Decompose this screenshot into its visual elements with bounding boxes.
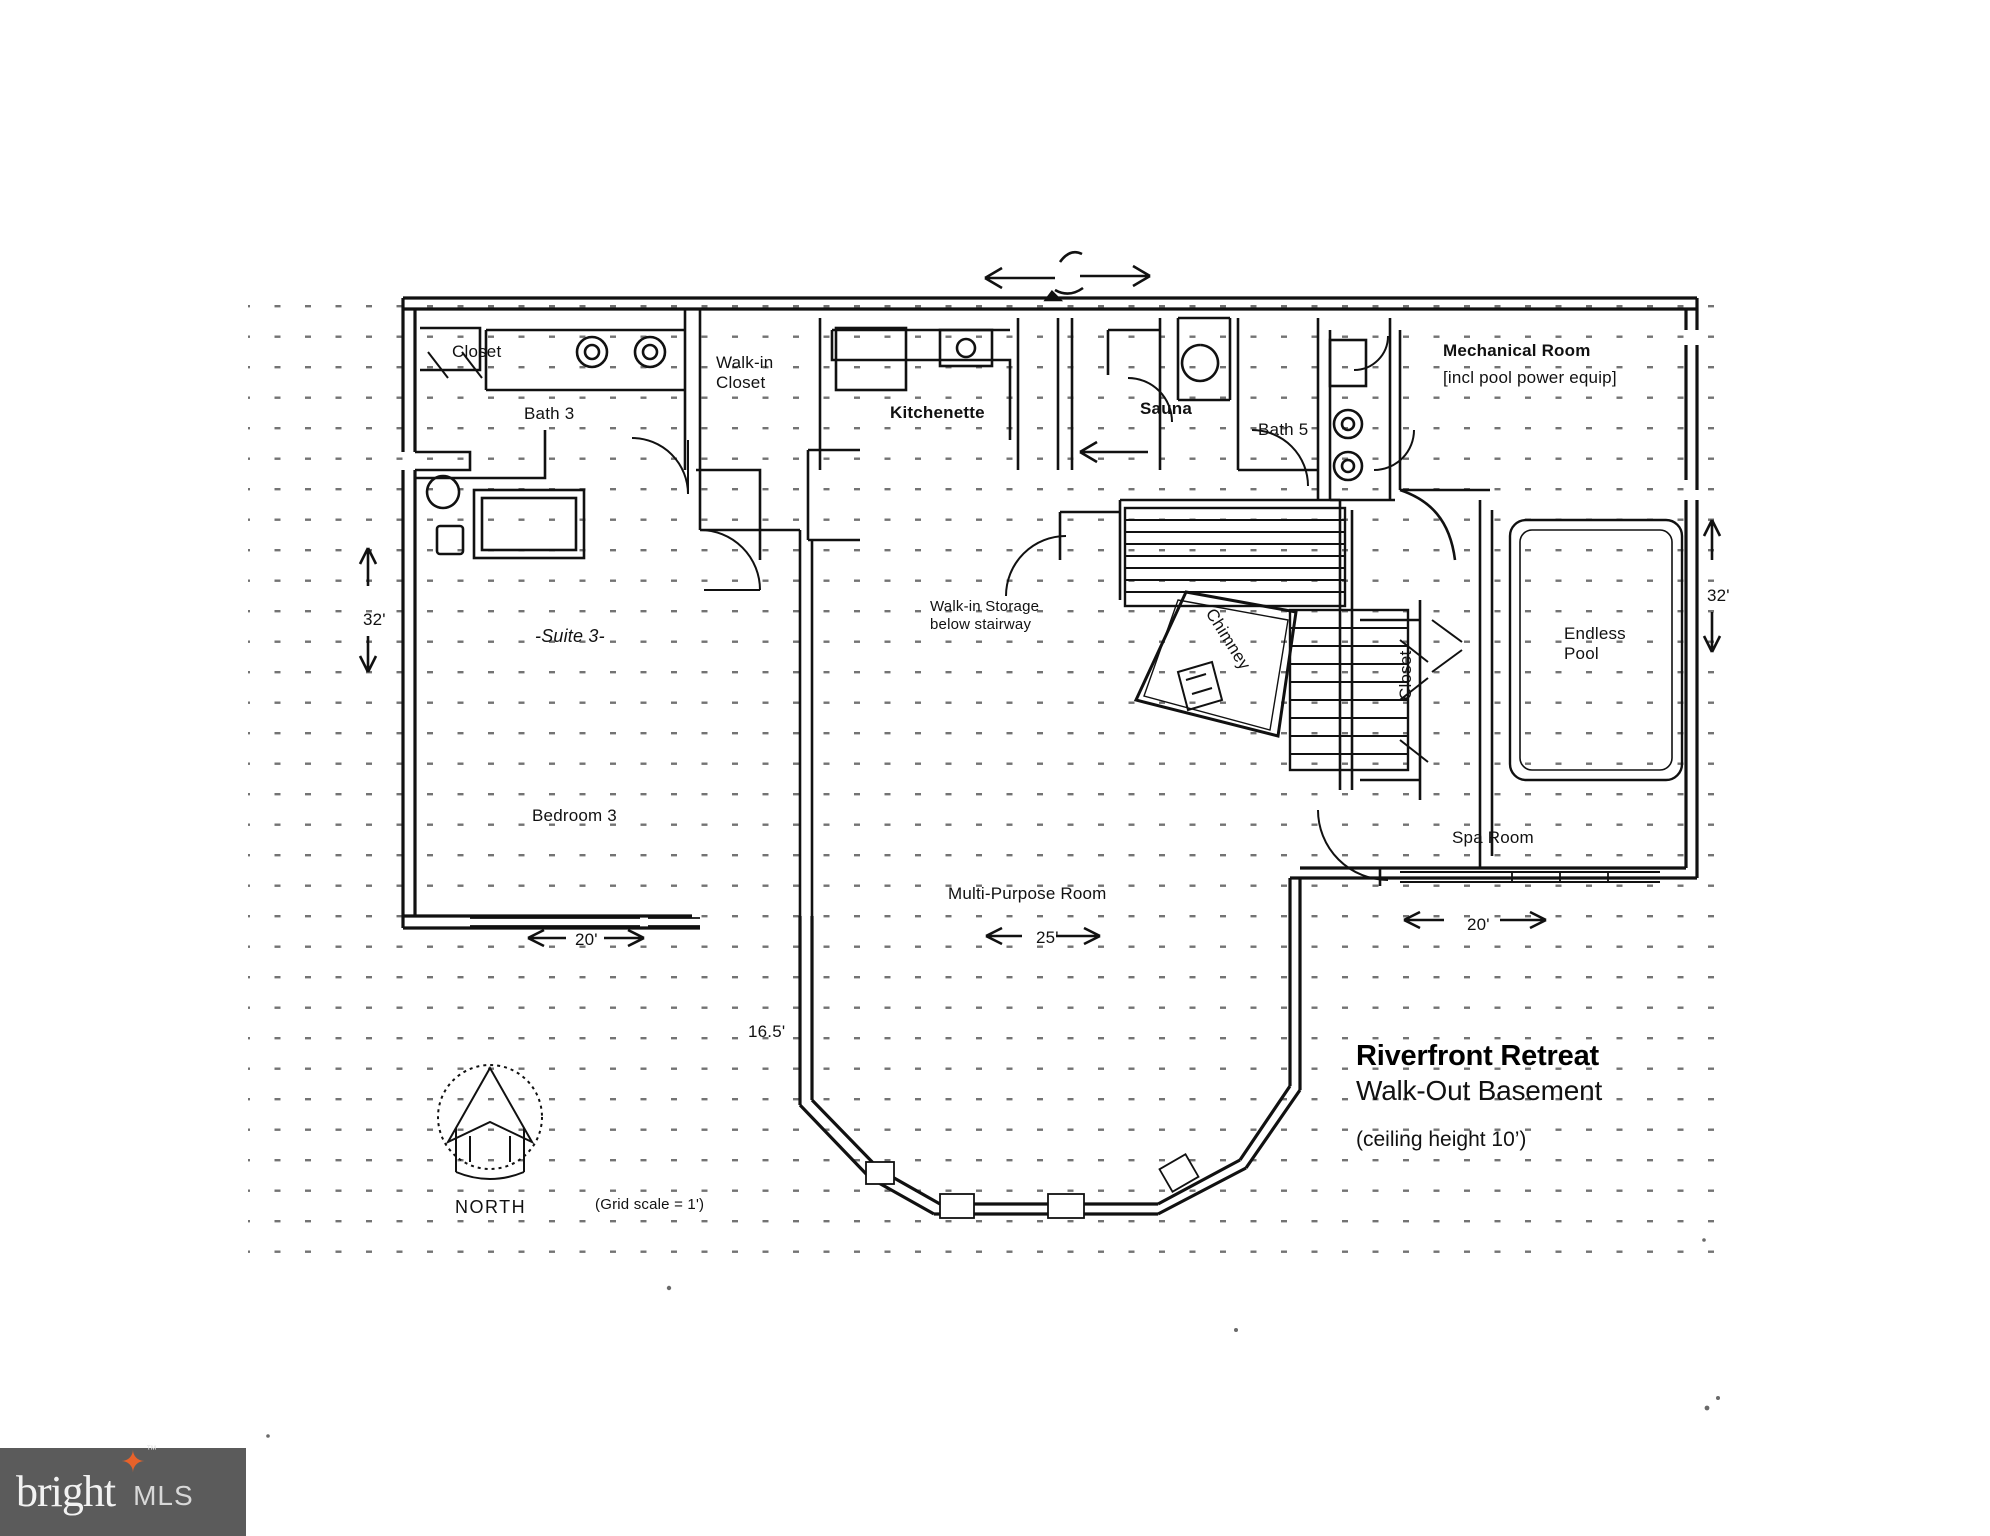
room-label-mechanical-room: Mechanical Room [1443, 341, 1591, 360]
scan-artifacts [266, 1238, 1720, 1438]
interior-walls [415, 310, 1684, 916]
watermark-suffix: MLS [133, 1480, 194, 1511]
room-label-bath-3: Bath 3 [524, 404, 575, 423]
dimension-bottom-25: 25' [1036, 928, 1059, 947]
room-label-walk-in-storage: Walk-in Storage below stairway [930, 598, 1040, 633]
dimension-right-20: 20' [1467, 915, 1490, 934]
exterior-walls [401, 296, 1699, 1216]
bright-mls-watermark: bright ✦ ™ MLS [0, 1444, 246, 1536]
page-title: Riverfront Retreat [1356, 1040, 1599, 1072]
dimension-bottom-20: 20' [575, 930, 598, 949]
room-label-bedroom-3: Bedroom 3 [532, 806, 617, 825]
flow-arrows [358, 250, 1722, 948]
room-label-mechanical-note: [incl pool power equip] [1443, 368, 1617, 387]
title-block: Riverfront Retreat Walk-Out Basement (ce… [1356, 1040, 1826, 1152]
stairway-secondary [1288, 608, 1410, 772]
grid-scale-note: (Grid scale = 1') [595, 1196, 705, 1213]
room-label-multi-purpose-room: Multi-Purpose Room [948, 884, 1107, 903]
room-label-sauna: Sauna [1140, 399, 1193, 418]
trademark-symbol: ™ [146, 1444, 157, 1456]
room-label-walk-in-closet: Walk-in Closet [716, 353, 774, 393]
room-label-spa-room: Spa Room [1452, 828, 1534, 847]
ceiling-height-note: (ceiling height 10’) [1356, 1128, 1527, 1152]
dimension-left-32: 32' [363, 610, 386, 629]
stairway-main [1123, 506, 1347, 608]
room-label-closet-2: Closet [1396, 650, 1415, 700]
room-label-bath-5: Bath 5 [1258, 420, 1309, 439]
dimension-16-5: 16.5' [748, 1022, 786, 1041]
grid-background [248, 282, 1718, 1267]
star-icon: ✦ [120, 1446, 146, 1479]
windows [470, 872, 1609, 1219]
room-label-closet-1: Closet [452, 342, 502, 361]
room-label-endless-pool: Endless Pool [1564, 624, 1626, 664]
compass-label-north: NORTH [455, 1197, 527, 1217]
door-swings [427, 335, 1463, 881]
room-label-suite-3: -Suite 3- [535, 626, 605, 646]
dimension-right-32: 32' [1707, 586, 1730, 605]
room-label-kitchenette: Kitchenette [890, 403, 985, 422]
compass-rose [437, 1064, 543, 1180]
page-subtitle: Walk-Out Basement [1356, 1075, 1603, 1107]
chimney-fireplace [1133, 590, 1298, 738]
watermark-brand: bright [16, 1467, 116, 1516]
